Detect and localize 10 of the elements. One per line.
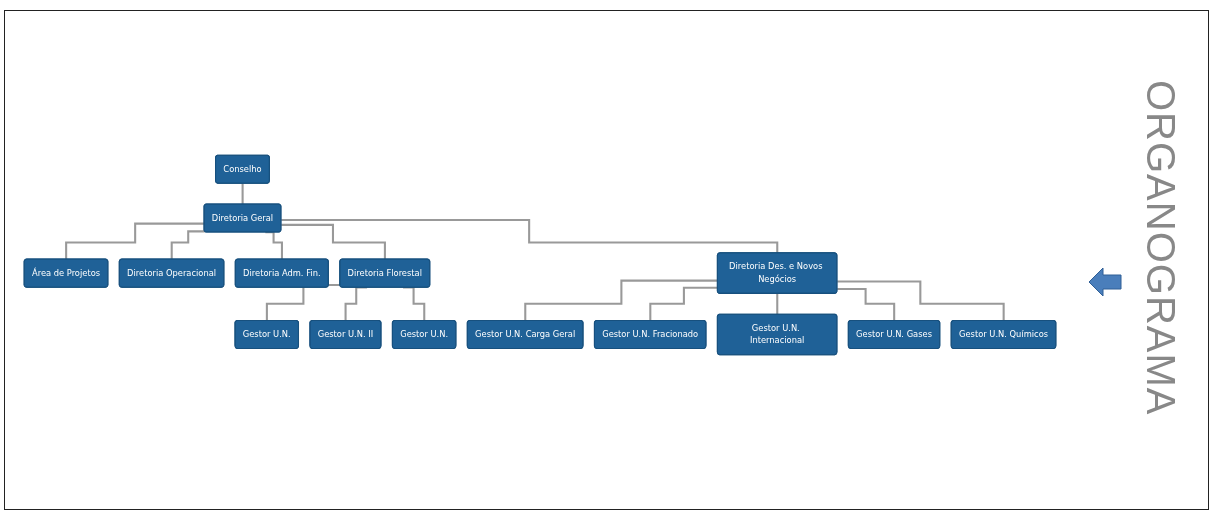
connector <box>65 222 205 261</box>
connector <box>524 279 718 322</box>
connector <box>776 292 779 316</box>
connector <box>241 182 244 206</box>
connector <box>837 288 896 322</box>
connector <box>837 280 1005 322</box>
connector <box>170 230 205 261</box>
connector <box>649 286 718 322</box>
connector <box>281 223 387 261</box>
vertical-heading: ORGANOGRAMA <box>1138 80 1183 416</box>
